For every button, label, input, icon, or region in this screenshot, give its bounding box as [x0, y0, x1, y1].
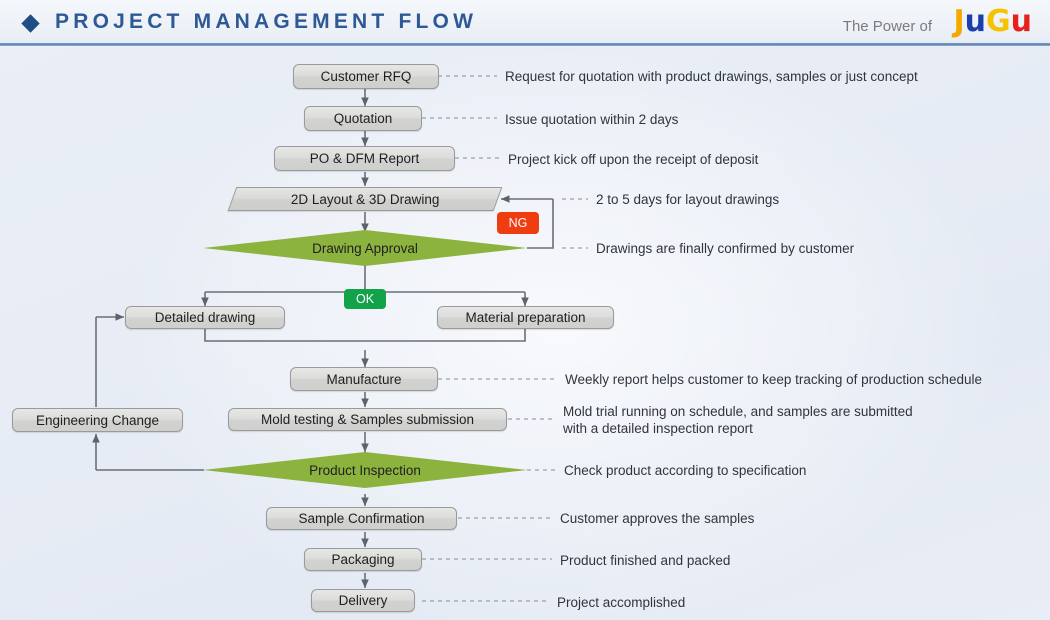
note-packaging: Product finished and packed [560, 553, 731, 568]
node-label: Sample Confirmation [298, 511, 425, 526]
note-drawing-approval: Drawings are finally confirmed by custom… [596, 241, 855, 256]
node-label: Packaging [331, 552, 395, 567]
header-divider [0, 43, 1050, 46]
node-manufacture[interactable]: Manufacture [290, 367, 438, 391]
logo-letter-3: u [1010, 4, 1032, 39]
decision-shape-product-inspection [203, 452, 527, 488]
decision-shape-drawing-approval [203, 230, 527, 266]
node-label: Product Inspection [309, 462, 421, 478]
node-delivery[interactable]: Delivery [311, 589, 415, 612]
node-quotation[interactable]: Quotation [304, 106, 422, 131]
node-mold-testing[interactable]: Mold testing & Samples submission [228, 408, 507, 431]
note-customer-rfq: Request for quotation with product drawi… [505, 69, 918, 84]
node-label: Customer RFQ [320, 69, 412, 84]
note-mold-testing: Mold trial running on schedule, and samp… [563, 404, 913, 436]
jugu-logo: JuGu [953, 6, 1032, 38]
node-label: Quotation [333, 111, 393, 126]
node-label: Mold testing & Samples submission [260, 412, 475, 427]
node-packaging[interactable]: Packaging [304, 548, 422, 571]
node-label: Engineering Change [35, 412, 160, 428]
node-material-preparation[interactable]: Material preparation [437, 306, 614, 329]
logo-letter-0: J [953, 4, 965, 39]
badge-label: OK [355, 292, 375, 306]
note-manufacture: Weekly report helps customer to keep tra… [565, 372, 982, 387]
page-header: PROJECT MANAGEMENT FLOW The Power of JuG… [0, 0, 1050, 46]
node-product-inspection[interactable]: Product Inspection [203, 452, 527, 488]
node-drawing-approval[interactable]: Drawing Approval [203, 230, 527, 266]
node-engineering-change[interactable]: Engineering Change [12, 408, 183, 432]
note-2d-3d-drawing: 2 to 5 days for layout drawings [596, 192, 780, 207]
logo-letter-2: G [986, 4, 1011, 39]
node-label: 2D Layout & 3D Drawing [290, 191, 440, 207]
node-label: Delivery [338, 593, 388, 608]
node-label: PO & DFM Report [309, 151, 420, 166]
note-product-inspection: Check product according to specification [564, 463, 807, 478]
note-delivery: Project accomplished [557, 595, 686, 610]
badge-ng: NG [497, 212, 539, 234]
node-detailed-drawing[interactable]: Detailed drawing [125, 306, 285, 329]
node-2d-3d-drawing[interactable]: 2D Layout & 3D Drawing [227, 187, 503, 211]
note-quotation: Issue quotation within 2 days [505, 112, 679, 127]
badge-ok: OK [344, 289, 386, 309]
brand-tagline: The Power of [842, 18, 932, 35]
node-label: Drawing Approval [312, 240, 418, 256]
logo-letter-1: u [964, 4, 987, 39]
note-po-dfm: Project kick off upon the receipt of dep… [508, 152, 759, 167]
node-label: Material preparation [465, 310, 586, 325]
note-sample-confirmation: Customer approves the samples [560, 511, 755, 526]
badge-label: NG [508, 216, 528, 230]
node-label: Detailed drawing [154, 310, 256, 325]
node-customer-rfq[interactable]: Customer RFQ [293, 64, 439, 89]
node-po-dfm-report[interactable]: PO & DFM Report [274, 146, 455, 171]
node-label: Manufacture [326, 371, 402, 387]
node-sample-confirmation[interactable]: Sample Confirmation [266, 507, 457, 530]
page-title: PROJECT MANAGEMENT FLOW [55, 10, 478, 33]
